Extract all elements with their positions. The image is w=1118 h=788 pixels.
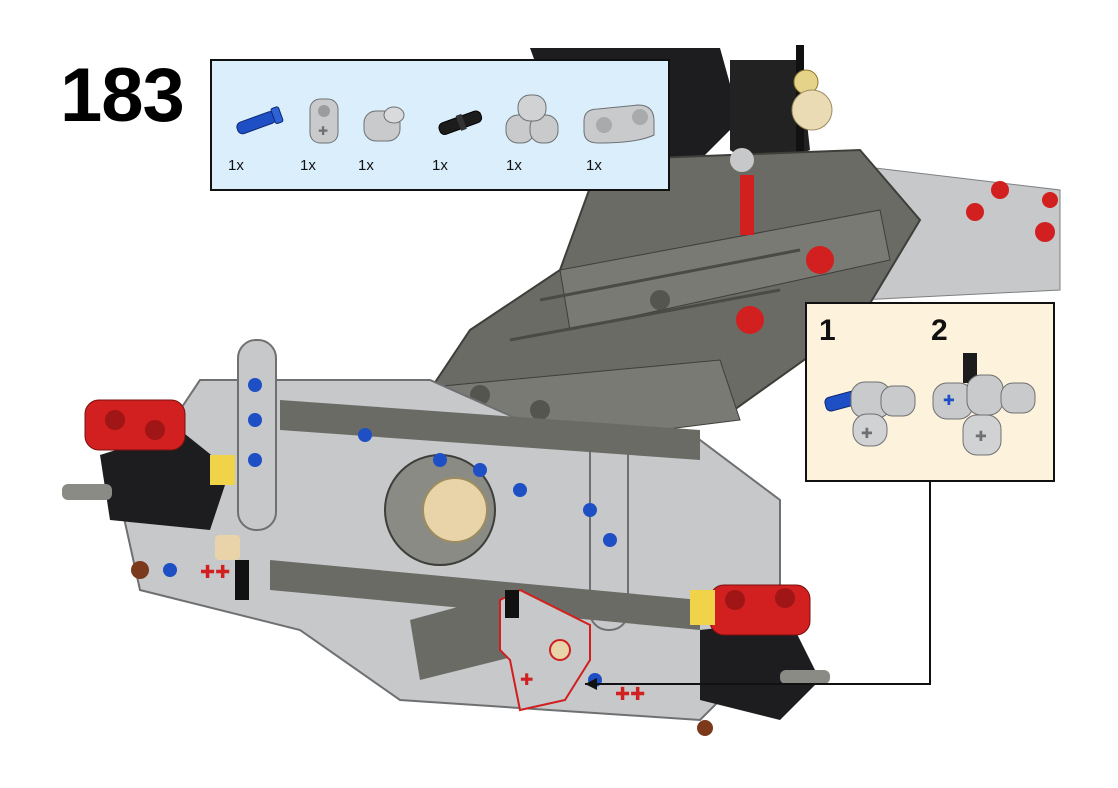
callout-pointer-line — [585, 482, 931, 685]
part-gray-pin-connector: 1x — [358, 91, 428, 174]
part-blue-axle-pin: 1x — [226, 91, 296, 174]
left-wheel-hub: ✚✚ — [62, 399, 249, 600]
substep-label-1: 1 — [819, 314, 836, 347]
svg-text:✚: ✚ — [318, 124, 328, 138]
blue-axle-pin-icon — [236, 106, 284, 135]
substep-1-illustration: ✚ — [824, 381, 916, 447]
gray-pin-connector-icon — [363, 106, 405, 142]
svg-text:✚✚: ✚✚ — [615, 684, 645, 705]
svg-text:✚: ✚ — [861, 426, 873, 442]
substep-2-illustration: ✚ ✚ — [932, 353, 1036, 456]
part-qty: 1x — [432, 157, 448, 174]
substep-label-2: 2 — [931, 314, 948, 347]
part-gray-axle-connector-triple: 1x — [578, 91, 655, 174]
parts-list-box: 1x ✚ 1x 1x 1x 1x — [210, 59, 670, 191]
part-qty: 1x — [228, 157, 244, 174]
part-gray-double-pin-connector: 1x — [502, 91, 572, 174]
part-black-friction-pin: 1x — [430, 91, 500, 174]
black-friction-pin-icon — [438, 110, 483, 135]
right-wheel-hub: ✚✚ — [615, 584, 830, 736]
callout-arrowhead — [585, 678, 597, 690]
part-qty: 1x — [586, 157, 602, 174]
new-subassembly-highlight: ✚ — [499, 588, 591, 712]
svg-text:✚: ✚ — [975, 429, 987, 445]
step-number: 183 — [60, 53, 185, 138]
svg-text:✚: ✚ — [943, 393, 955, 409]
svg-text:✚: ✚ — [520, 670, 533, 689]
gray-double-connector-icon — [505, 94, 559, 144]
svg-text:✚✚: ✚✚ — [200, 562, 230, 583]
subassembly-callout-box: 1 2 ✚ ✚ ✚ — [805, 302, 1055, 482]
part-qty: 1x — [300, 157, 316, 174]
part-qty: 1x — [358, 157, 374, 174]
part-gray-axle-pin-connector: ✚ 1x — [300, 91, 370, 174]
gray-triple-connector-icon — [583, 104, 655, 144]
part-qty: 1x — [506, 157, 522, 174]
gray-connector-icon: ✚ — [309, 98, 339, 144]
